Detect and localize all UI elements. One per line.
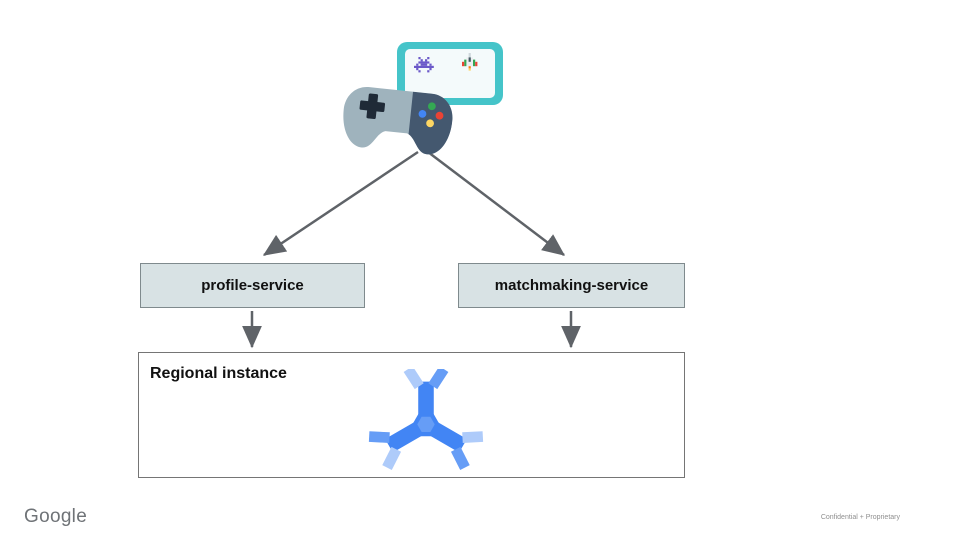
- dpad-icon: [359, 93, 386, 119]
- game-client-icon: [343, 42, 503, 157]
- game-client-node: [335, 40, 515, 160]
- confidential-note: Confidential + Proprietary: [820, 514, 900, 521]
- arrow-client-to-matchmaking: [427, 151, 565, 256]
- node-regional-instance: Regional instance: [138, 352, 685, 478]
- button-green: [427, 102, 436, 111]
- profile-service-label: profile-service: [201, 277, 304, 294]
- cloud-spanner-icon: [367, 369, 485, 471]
- button-yellow: [426, 119, 434, 128]
- game-screen-icon: [397, 42, 503, 105]
- button-blue: [418, 109, 427, 118]
- node-profile-service: profile-service: [140, 263, 365, 308]
- ship-sprite: [462, 53, 478, 71]
- space-invader-sprite: [414, 57, 434, 73]
- google-logo: Google: [24, 506, 88, 527]
- node-matchmaking-service: matchmaking-service: [458, 263, 685, 308]
- arrow-client-to-profile: [262, 150, 419, 257]
- button-red: [435, 111, 444, 120]
- regional-instance-label: Regional instance: [150, 365, 287, 382]
- gamepad-icon: [343, 85, 455, 157]
- matchmaking-service-label: matchmaking-service: [494, 277, 649, 294]
